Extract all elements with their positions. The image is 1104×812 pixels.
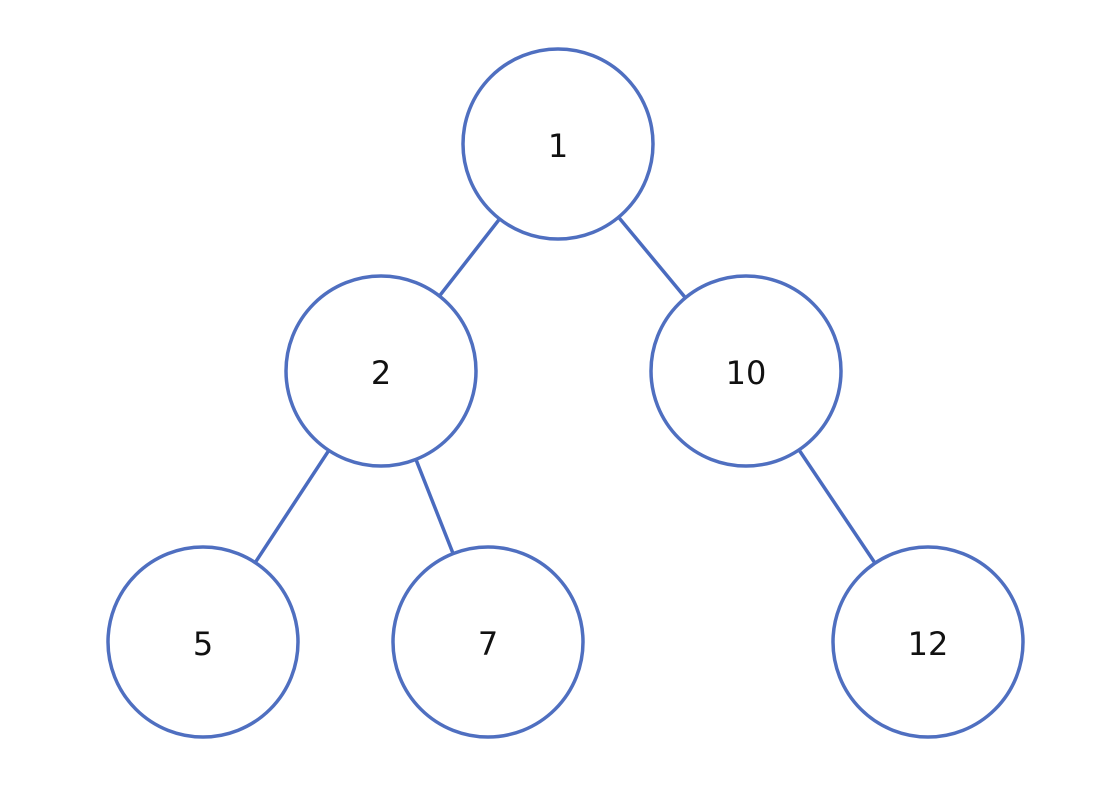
node-label: 7 — [478, 625, 498, 663]
tree-node-12: 12 — [831, 545, 1025, 739]
tree-node-10: 10 — [649, 274, 843, 468]
node-label: 2 — [371, 354, 391, 392]
node-circle — [461, 47, 655, 241]
edge-n2-n7 — [414, 458, 455, 555]
node-circle — [284, 274, 478, 468]
edge-n2-n5 — [253, 449, 331, 564]
tree-node-2: 2 — [284, 274, 478, 468]
node-circle — [831, 545, 1025, 739]
tree-edges — [253, 216, 877, 565]
tree-node-5: 5 — [106, 545, 300, 739]
tree-node-7: 7 — [391, 545, 585, 739]
edge-n10-n12 — [797, 448, 877, 565]
node-label: 5 — [193, 625, 213, 663]
tree-node-1: 1 — [461, 47, 655, 241]
node-circle — [106, 545, 300, 739]
node-label: 1 — [548, 127, 568, 165]
node-circle — [649, 274, 843, 468]
edge-n1-n2 — [438, 217, 501, 298]
edge-n1-n10 — [617, 216, 687, 299]
node-circle — [391, 545, 585, 739]
node-label: 10 — [726, 354, 767, 392]
node-label: 12 — [908, 625, 949, 663]
